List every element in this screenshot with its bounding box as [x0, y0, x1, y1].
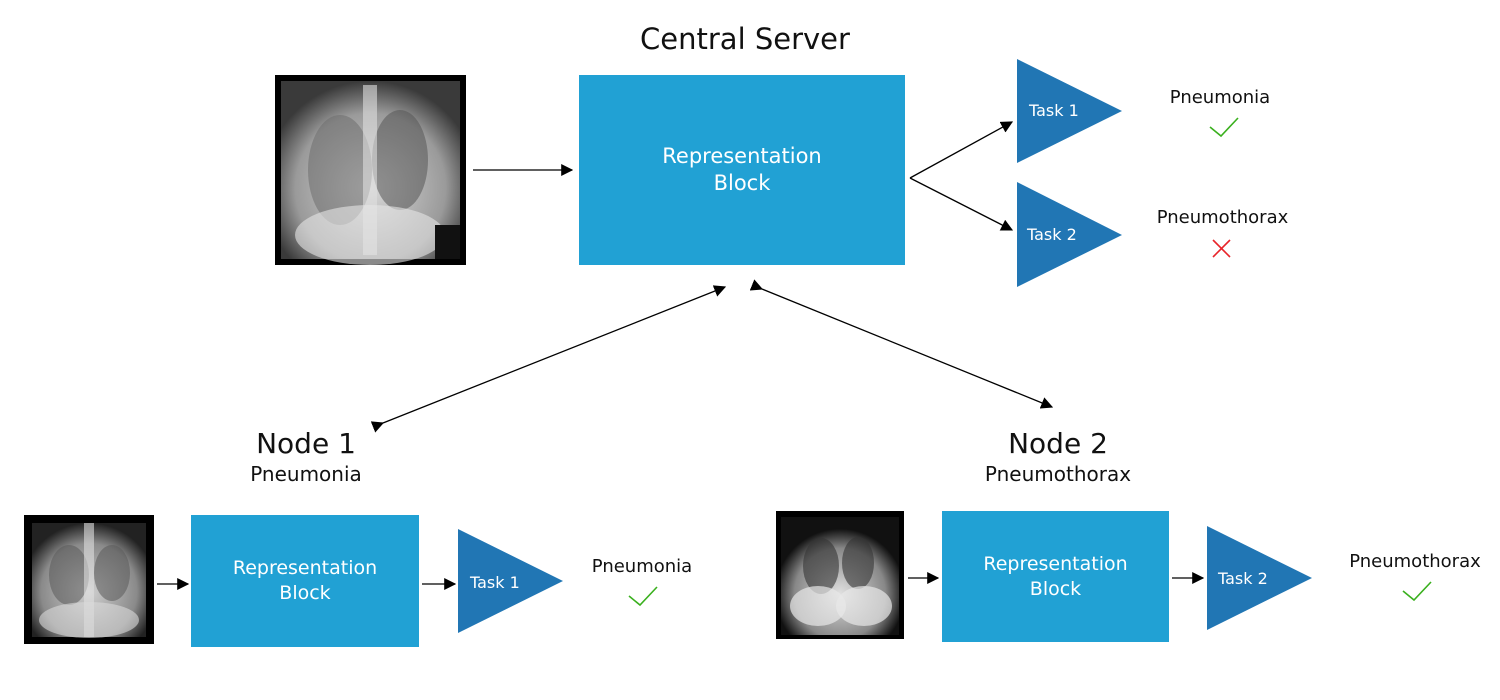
node2-task-triangle	[1207, 526, 1312, 630]
arrow-central-to-task2	[909, 177, 1014, 231]
central-task2-output: Pneumothorax	[1156, 207, 1289, 228]
node1-task-triangle	[458, 529, 563, 633]
node1-title: Node 1	[256, 427, 356, 460]
central-representation-block: Representation Block	[579, 75, 905, 265]
arrow-central-to-task1	[909, 121, 1014, 179]
block-label-line2: Block	[1029, 577, 1082, 600]
central-task1-output: Pneumonia	[1169, 87, 1271, 108]
block-label-line1: Representation	[983, 552, 1128, 575]
block-label-line2: Block	[713, 171, 771, 195]
node2-task-label: Task 2	[1218, 569, 1268, 588]
check-icon	[628, 586, 658, 607]
chest-xray-illustration	[281, 81, 460, 265]
chest-xray-illustration	[781, 517, 899, 635]
node2-title: Node 2	[1008, 427, 1108, 460]
central-task2-label: Task 2	[1027, 225, 1077, 244]
check-icon	[1209, 117, 1239, 138]
cross-icon	[1212, 239, 1231, 258]
node1-xray-image	[24, 515, 154, 644]
node2-task-output: Pneumothorax	[1349, 551, 1481, 572]
arrow-node1-central-bidirectional	[370, 285, 727, 433]
node1-representation-block: Representation Block	[191, 515, 419, 647]
central-task2-triangle	[1017, 182, 1122, 287]
central-server-title: Central Server	[640, 22, 850, 56]
node2-xray-image	[776, 511, 904, 639]
central-task1-label: Task 1	[1029, 101, 1079, 120]
node1-task-output: Pneumonia	[591, 556, 693, 577]
node1-task-label: Task 1	[470, 573, 520, 592]
node1-subtitle: Pneumonia	[250, 462, 362, 486]
block-label-line1: Representation	[232, 557, 378, 580]
central-task1-triangle	[1017, 59, 1122, 163]
central-xray-image	[275, 75, 466, 265]
node2-subtitle: Pneumothorax	[984, 462, 1132, 486]
node2-representation-block: Representation Block	[942, 511, 1169, 642]
arrow-node2-central-bidirectional	[749, 279, 1054, 409]
block-label-line1: Representation	[662, 143, 822, 168]
chest-xray-illustration	[32, 523, 146, 638]
block-label-line2: Block	[279, 582, 331, 604]
check-icon	[1402, 581, 1432, 602]
